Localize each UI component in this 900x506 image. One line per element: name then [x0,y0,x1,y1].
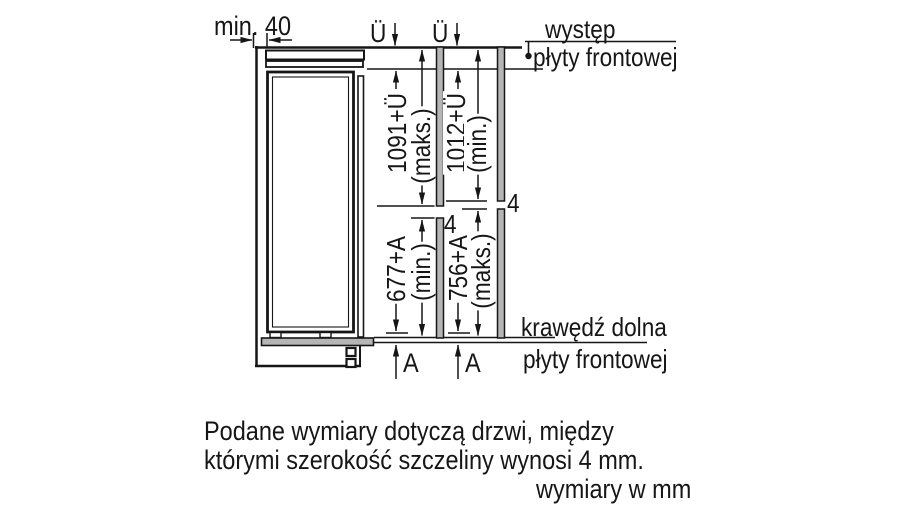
appliance-foot-left [269,331,282,339]
dim-lower-right-qualifier: (maks.) [466,231,496,311]
overhang-symbol-left: Ü [370,18,387,48]
appliance-body [266,70,355,334]
cabinet-top-strip-outer [265,49,365,61]
offset-symbol-right: A [465,348,481,378]
units-note: wymiary w mm [536,474,692,504]
cabinet-outline [255,46,522,369]
plinth-fixture-top [345,346,357,358]
dim-upper-left-qualifier: (maks.) [406,106,436,186]
bottom-edge-note-line2: płyty frontowej [523,344,668,374]
min-clearance-dimension [230,33,292,48]
appliance-door [357,75,365,338]
overhang-leader-dot [525,52,532,60]
overhang-note-line2: płyty frontowej [533,42,678,72]
cabinet-bottom-panel [260,337,375,347]
dim-upper-right-qualifier: (min.) [462,113,492,175]
appliance-foot-right [319,331,332,339]
gap-front-panel-label: 4 [507,188,520,218]
front-panel-bar-upper [496,46,506,202]
appliance-body-inner-line [271,76,350,328]
overhang-leader [525,40,676,60]
overhang-note-line1: występ [545,14,616,44]
min-clearance-label: min. 40 [214,11,292,41]
a-offset-arrows [392,302,462,379]
dim-lower-left-qualifier: (min.) [406,241,436,303]
door-bar-lower [435,217,445,339]
footnote-line2: którymi szerokość szczeliny wynosi 4 mm. [204,445,644,475]
plinth-fixture-bottom [345,357,357,369]
overhang-symbol-right: Ü [432,18,449,48]
reference-lines [367,68,647,344]
overhang-arrows [391,23,462,89]
bottom-edge-note-line1: krawędź dolna [521,312,667,342]
offset-symbol-left: A [403,348,419,378]
cabinet-top-strip-inner [265,60,364,68]
front-panel-bar-lower [496,208,506,339]
footnote-line1: Podane wymiary dotyczą drzwi, między [204,416,614,446]
gap-door-label: 4 [444,209,457,239]
